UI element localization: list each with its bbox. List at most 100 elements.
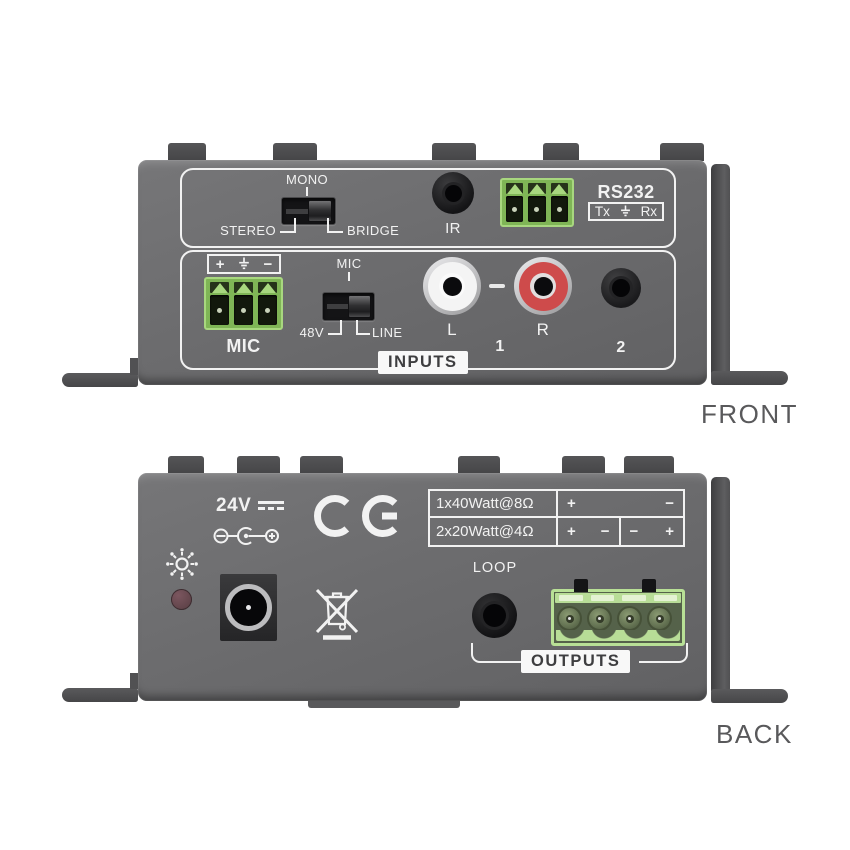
ground-icon xyxy=(620,205,630,217)
front-top-tab xyxy=(432,143,476,161)
front-mount-foot-left xyxy=(62,373,138,387)
switch-knob xyxy=(347,295,371,318)
terminal-screw xyxy=(647,606,672,631)
dc-symbol-icon xyxy=(258,501,285,510)
line-bracket xyxy=(356,320,370,335)
stereo-bracket xyxy=(280,218,296,233)
output-spec-table: 1x40Watt@8Ω + − 2x20Watt@4Ω + − − + xyxy=(428,489,685,547)
dc-jack-barrel xyxy=(225,584,272,631)
terminal-pin xyxy=(210,282,229,325)
plus-sign: + xyxy=(215,255,225,273)
rca-face xyxy=(530,273,556,299)
rca-ring xyxy=(518,261,568,311)
spec-row2-cell1: + − xyxy=(558,518,621,545)
stereo-label: STEREO xyxy=(220,223,276,238)
dc-jack-pin xyxy=(246,605,251,610)
txrx-box: Tx Rx xyxy=(588,202,664,221)
terminal-pin xyxy=(506,183,524,222)
spec-row2-polarity: + − − + xyxy=(558,518,683,545)
terminal-slot xyxy=(210,295,229,325)
weee-icon xyxy=(315,588,359,640)
bridge-label: BRIDGE xyxy=(347,223,400,238)
wire-lever-icon xyxy=(210,282,229,293)
line-label: LINE xyxy=(372,325,403,340)
back-top-tab xyxy=(300,456,343,474)
rca-left-label: L xyxy=(447,320,457,339)
bridge-bracket xyxy=(327,218,343,233)
48v-bracket xyxy=(328,320,342,335)
mic-switch-label: MIC xyxy=(336,256,362,271)
inputs-tag: INPUTS xyxy=(378,351,468,374)
front-mount-stub-left xyxy=(130,358,139,375)
back-mount-foot-left xyxy=(62,688,138,702)
terminal-screw xyxy=(587,606,612,631)
mic-terminal-block xyxy=(204,277,283,330)
terminal-top-strip xyxy=(555,593,681,603)
switch-knob xyxy=(307,200,332,222)
input2-jack xyxy=(601,268,641,308)
back-top-tab xyxy=(237,456,280,474)
input1-number: 1 xyxy=(495,338,505,355)
ir-label: IR xyxy=(445,220,461,237)
dc-power-jack xyxy=(220,574,277,641)
front-top-section-outline xyxy=(180,168,676,248)
rca-hole xyxy=(442,276,462,296)
minus-sign: − xyxy=(629,523,639,540)
front-mount-foot-right xyxy=(711,371,788,385)
input2-jack-hole xyxy=(612,279,630,297)
back-top-tab xyxy=(562,456,605,474)
ce-mark-icon xyxy=(314,495,404,537)
minus-sign: − xyxy=(665,495,674,512)
mic-label: MIC xyxy=(226,336,261,356)
rca-ring xyxy=(427,261,477,311)
input2-number: 2 xyxy=(616,339,626,356)
tx-label: Tx xyxy=(594,204,610,219)
stereo-bridge-switch xyxy=(281,197,336,225)
front-top-tab xyxy=(168,143,206,161)
terminal-pin xyxy=(550,183,568,222)
terminal-slot xyxy=(506,196,524,222)
wire-lever-icon xyxy=(550,183,568,194)
48v-label: 48V xyxy=(299,325,324,340)
spec-row1-label: 1x40Watt@8Ω xyxy=(430,491,558,518)
terminal-screws xyxy=(557,606,672,631)
outputs-bracket-right xyxy=(639,643,688,663)
led-indicator-icon xyxy=(166,548,198,580)
terminal-screw xyxy=(557,606,582,631)
ir-jack xyxy=(432,172,474,214)
front-top-tab xyxy=(543,143,579,161)
terminal-latch xyxy=(574,579,588,592)
front-caption: FRONT xyxy=(701,399,799,429)
plus-sign: + xyxy=(665,523,674,540)
rca-hole xyxy=(533,276,553,296)
back-top-tab xyxy=(458,456,500,474)
speaker-terminal-block xyxy=(551,579,685,646)
wire-lever-icon xyxy=(506,183,524,194)
minus-sign: − xyxy=(600,523,610,540)
back-mount-foot-right xyxy=(711,689,788,703)
rx-label: Rx xyxy=(640,204,658,219)
minus-sign: − xyxy=(263,255,273,273)
ir-jack-hole xyxy=(444,184,462,202)
mic-switch-tick xyxy=(348,272,350,281)
wire-lever-icon xyxy=(258,282,277,293)
spec-row1-polarity: + − xyxy=(558,491,683,518)
wire-lever-icon xyxy=(528,183,546,194)
loop-jack xyxy=(472,593,517,638)
wire-lever-icon xyxy=(234,282,253,293)
back-caption: BACK xyxy=(716,719,793,749)
voltage-text: 24V xyxy=(216,495,252,516)
rs232-terminal-block xyxy=(500,178,574,227)
mic-line-switch xyxy=(322,292,375,321)
front-top-tab xyxy=(273,143,317,161)
back-top-tab xyxy=(624,456,674,474)
terminal-pin xyxy=(528,183,546,222)
terminal-slot xyxy=(258,295,277,325)
power-led xyxy=(171,589,192,610)
outputs-bracket-left xyxy=(471,643,525,663)
terminal-slot xyxy=(234,295,253,325)
polarity-icon xyxy=(213,527,279,545)
mono-tick xyxy=(306,187,308,196)
rca-jack-left-white xyxy=(423,257,481,315)
loop-jack-hole xyxy=(483,604,506,627)
